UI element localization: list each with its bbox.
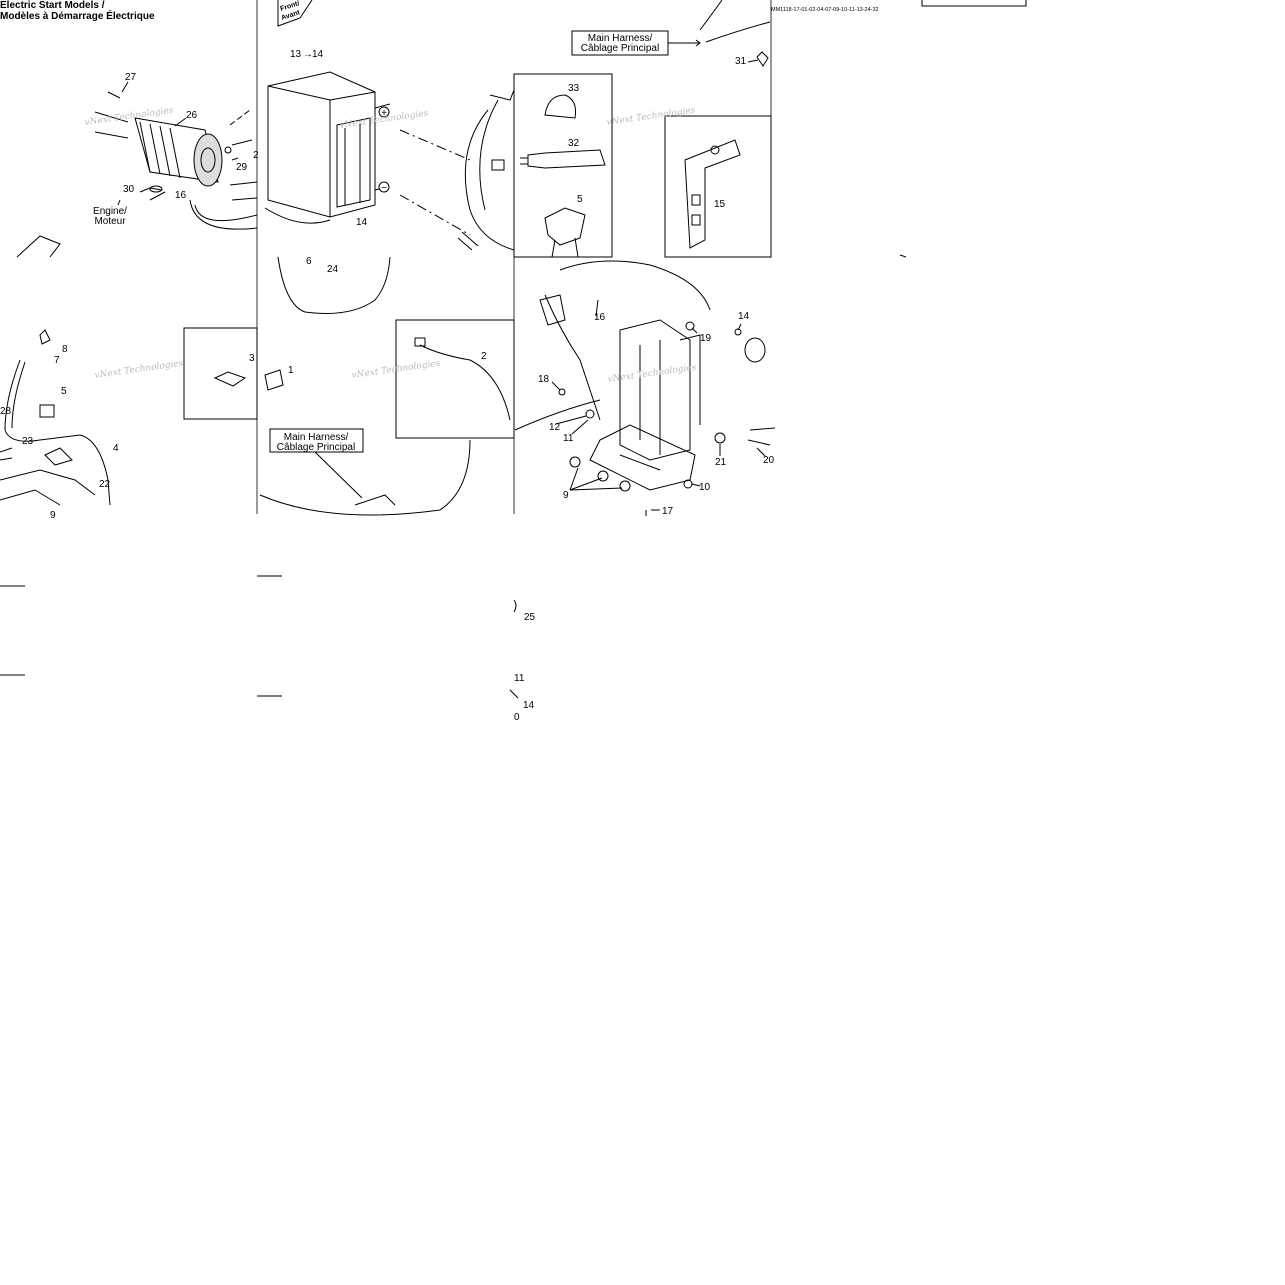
watermark-3: vNext Technologies	[606, 106, 696, 128]
callout-9: 9	[563, 490, 569, 501]
callout-16-tray: 16	[594, 312, 606, 323]
callout-1: 1	[288, 365, 294, 376]
callout-3: 3	[249, 353, 255, 364]
positive-terminal-icon: +	[381, 108, 387, 119]
arrow-right-icon: →	[303, 49, 313, 60]
ground-cable-2	[414, 337, 511, 421]
callout-24: 24	[327, 264, 339, 275]
harness-cable-left	[0, 329, 111, 506]
callout-14-bolt: 14	[356, 217, 368, 228]
callout-29: 29	[236, 162, 248, 173]
callout-16-starter: 16	[175, 190, 187, 201]
engine-label-fr: Moteur	[94, 216, 126, 227]
callout-8: 8	[62, 344, 68, 355]
grease-tube-32	[520, 149, 606, 169]
negative-terminal-icon: −	[381, 183, 387, 194]
callout-18: 18	[538, 374, 550, 385]
diagram-title: Electric Start Models / Modèles à Démarr…	[0, 0, 155, 22]
watermark-4: vNext Technologies	[94, 359, 184, 381]
starter-motor-drawing	[16, 91, 258, 258]
callout-0-cut: 0	[514, 712, 520, 723]
callout-7: 7	[54, 355, 60, 366]
drawing-code: MM1118-17-01-02-04-07-09-10-11-13-24-32	[771, 7, 879, 13]
engine-label: Engine/	[93, 206, 127, 217]
callout-22: 22	[99, 479, 111, 490]
callout-17: 17	[662, 506, 674, 517]
callout-11-lower: 11	[514, 673, 525, 684]
callout-30: 30	[123, 184, 135, 195]
callout-2-cut: 2	[253, 150, 259, 161]
callout-4: 4	[113, 443, 119, 454]
title-french: Modèles à Démarrage Électrique	[0, 11, 155, 22]
main-harness-label-bottom: Main Harness/	[284, 432, 349, 443]
bracket-inset	[664, 115, 772, 258]
clamp-5	[544, 207, 586, 258]
callout-14-tray: 14	[738, 311, 750, 322]
callout-10: 10	[699, 482, 711, 493]
main-harness-box-bottom	[269, 428, 364, 453]
watermark-2: vNext Technologies	[84, 106, 174, 128]
callout-20: 20	[763, 455, 775, 466]
battery-tray-drawing	[514, 260, 776, 516]
fuse-inset	[183, 327, 258, 420]
callout-6: 6	[306, 256, 312, 267]
bracket-15	[684, 139, 741, 249]
main-harness-label-bottom-fr: Câblage Principal	[277, 442, 355, 453]
callout-33: 33	[568, 83, 580, 94]
battery-drawing	[264, 71, 515, 251]
watermark-6: vNext Technologies	[607, 363, 697, 385]
callout-28: 28	[0, 406, 12, 417]
front-direction-arrow	[277, 0, 313, 27]
callout-21: 21	[715, 457, 727, 468]
fuse-31	[756, 51, 769, 67]
main-harness-label-top: Main Harness/	[588, 33, 653, 44]
callout-5-clamp: 5	[577, 194, 583, 205]
callout-13: 13	[290, 49, 302, 60]
callout-27: 27	[125, 72, 137, 83]
ground-cable-inset	[395, 319, 515, 439]
callout-26: 26	[186, 110, 198, 121]
cable-clip-33	[544, 94, 576, 119]
callout-2: 2	[481, 351, 487, 362]
callout-11-tray: 11	[563, 433, 574, 444]
callout-5-left: 5	[61, 386, 67, 397]
callout-9-cut: 9	[50, 510, 56, 521]
callout-14-lower: 14	[523, 700, 535, 711]
callout-31: 31	[735, 56, 747, 67]
callout-32: 32	[568, 138, 580, 149]
callout-14-battery: 14	[312, 49, 324, 60]
callout-19: 19	[700, 333, 712, 344]
main-harness-label-top-fr: Câblage Principal	[581, 43, 659, 54]
fuse-3-and-holder-1	[213, 369, 284, 391]
callout-12: 12	[549, 422, 561, 433]
callout-25: 25	[524, 612, 536, 623]
callout-15: 15	[714, 199, 726, 210]
title-english: Electric Start Models /	[0, 0, 105, 11]
callout-23: 23	[22, 436, 34, 447]
